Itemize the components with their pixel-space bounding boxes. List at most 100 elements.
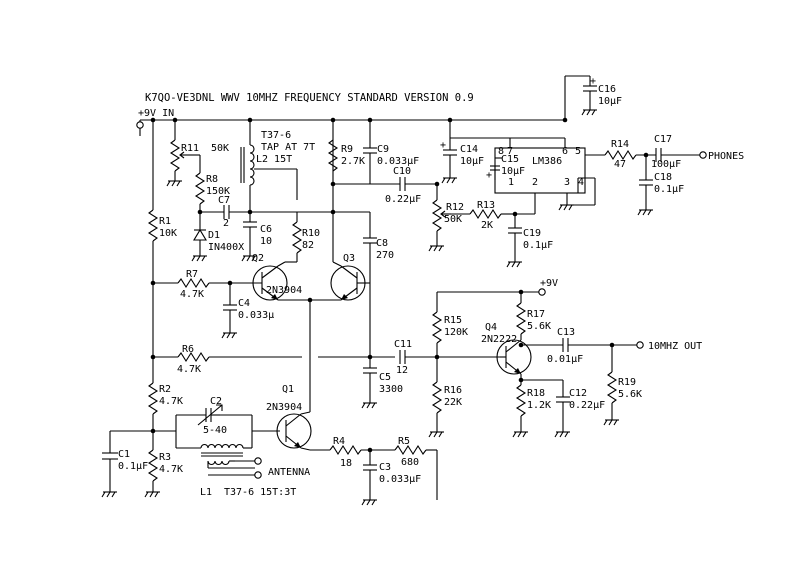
l2-inductor: T37-6 TAP AT 7T L2 15T: [240, 120, 315, 212]
bias-chain: R1 10K R2 4.7K R3 4.7K C1 0.1μF: [101, 120, 183, 498]
c10-ref: C10: [393, 166, 411, 177]
pin6: 6: [562, 146, 568, 157]
c6-value: 10: [260, 236, 272, 247]
c5-value: 3300: [379, 384, 403, 395]
c12-ref: C12: [569, 388, 587, 399]
pin8: 8: [498, 146, 504, 157]
r18-value: 1.2K: [527, 400, 551, 411]
c8-value: 270: [376, 250, 394, 261]
pin3: 3: [564, 177, 570, 188]
r5-ref: R5: [398, 436, 410, 447]
r16-value: 22K: [444, 397, 462, 408]
r3-ref: R3: [159, 452, 171, 463]
r10-value: 82: [302, 240, 314, 251]
r12-value: 50K: [444, 214, 462, 225]
r13-value: 2K: [481, 220, 493, 231]
output-terminal[interactable]: [636, 341, 644, 349]
c1-ref: C1: [118, 449, 130, 460]
pin5: 5: [575, 146, 581, 157]
d1-value: IN400X: [208, 242, 244, 253]
q4-bias: R15 120K R16 22K: [428, 291, 521, 438]
c15-value: 10μF: [501, 166, 525, 177]
r11-value: 50K: [211, 143, 229, 154]
c5-ref: C5: [379, 372, 391, 383]
d1-ref: D1: [208, 230, 220, 241]
r15-value: 120K: [444, 327, 468, 338]
r16-ref: R16: [444, 385, 462, 396]
c2-value: 5-40: [203, 425, 227, 436]
r10: R10 82: [285, 212, 320, 263]
c6-ref: C6: [260, 224, 272, 235]
r13-ref: R13: [477, 200, 495, 211]
c12-value: 0.22μF: [569, 400, 605, 411]
schematic-title: K7QO-VE3DNL WWV 10MHZ FREQUENCY STANDARD…: [145, 92, 474, 104]
c15-ref: C15: [501, 154, 519, 165]
c4-ref: C4: [238, 298, 250, 309]
q1-ref: Q1: [282, 384, 294, 395]
varactor-bias: R11 50K R8 150K D1 IN400X C7 2 C6 10: [166, 120, 333, 262]
r19-value: 5.6K: [618, 389, 642, 400]
r3-value: 4.7K: [159, 464, 183, 475]
q1-value: 2N3904: [266, 402, 302, 413]
c14-value: 10μF: [460, 156, 484, 167]
r9-c9-c10: R9 2.7K C9 0.033μF C10 0.22μF C8 270: [327, 120, 440, 283]
pin4: 4: [578, 177, 584, 188]
c13-ref: C13: [557, 327, 575, 338]
c15-polarity: +: [486, 170, 492, 181]
l1-ref: L1: [200, 487, 212, 498]
r9-ref: R9: [341, 144, 353, 155]
c9-value: 0.033μF: [377, 156, 419, 167]
c11-value: 12: [396, 365, 408, 376]
c1-value: 0.1μF: [118, 461, 148, 472]
antenna-terminal-1[interactable]: [254, 457, 262, 465]
lm386-label: LM386: [532, 156, 562, 167]
plus9v-label: +9V: [540, 278, 558, 289]
r4-ref: R4: [333, 436, 345, 447]
q3-ref: Q3: [343, 253, 355, 264]
audio-section: R12 50K R13 2K C19 0.1μF LM386 8 7 6 5 1…: [428, 75, 744, 268]
c9-ref: C9: [377, 144, 389, 155]
l2-ref: L2 15T: [256, 154, 292, 165]
r2-value: 4.7K: [159, 396, 183, 407]
supply-in-terminal[interactable]: [136, 121, 144, 129]
r17-ref: R17: [527, 309, 545, 320]
phones-terminal[interactable]: [699, 151, 707, 159]
transistor-q3: Q3: [310, 120, 371, 357]
q4-value: 2N2222: [481, 334, 517, 345]
c10-value: 0.22μF: [385, 194, 421, 205]
r10-ref: R10: [302, 228, 320, 239]
antenna-terminal-2[interactable]: [254, 471, 262, 479]
l1-value: T37-6 15T:3T: [224, 487, 296, 498]
c18-ref: C18: [654, 172, 672, 183]
c16-polarity: +: [590, 76, 596, 87]
pin7: 7: [507, 146, 513, 157]
c18-value: 0.1μF: [654, 184, 684, 195]
c16-ref: C16: [598, 84, 616, 95]
c7-ref: C7: [218, 195, 230, 206]
phones-label: PHONES: [708, 151, 744, 162]
r11-ref: R11: [181, 143, 199, 154]
r9-value: 2.7K: [341, 156, 365, 167]
q1-mixer: C2 5-40 ANTENNA L1 T37-6 15T:3T Q1 2N390…: [153, 384, 330, 498]
r6-value: 4.7K: [177, 364, 201, 375]
c8-ref: C8: [376, 238, 388, 249]
r6-ref: R6: [182, 344, 194, 355]
supply-in-label: +9V IN: [138, 108, 174, 119]
r14-value: 47: [614, 159, 626, 170]
r7-c4: R7 4.7K C4 0.033μ: [153, 269, 274, 339]
c16-value: 10μF: [598, 96, 622, 107]
c3-value: 0.033μF: [379, 474, 421, 485]
r7-value: 4.7K: [180, 289, 204, 300]
q2-q3-type: 2N3904: [266, 285, 302, 296]
r15-ref: R15: [444, 315, 462, 326]
r18-ref: R18: [527, 388, 545, 399]
c17-ref: C17: [654, 134, 672, 145]
antenna-label: ANTENNA: [268, 467, 310, 478]
c4-value: 0.033μ: [238, 310, 274, 321]
r2-ref: R2: [159, 384, 171, 395]
plus9v-terminal[interactable]: [538, 288, 546, 296]
transistor-q2: Q2: [227, 253, 310, 301]
c13-value: 0.01μF: [547, 354, 583, 365]
r12-ref: R12: [446, 202, 464, 213]
